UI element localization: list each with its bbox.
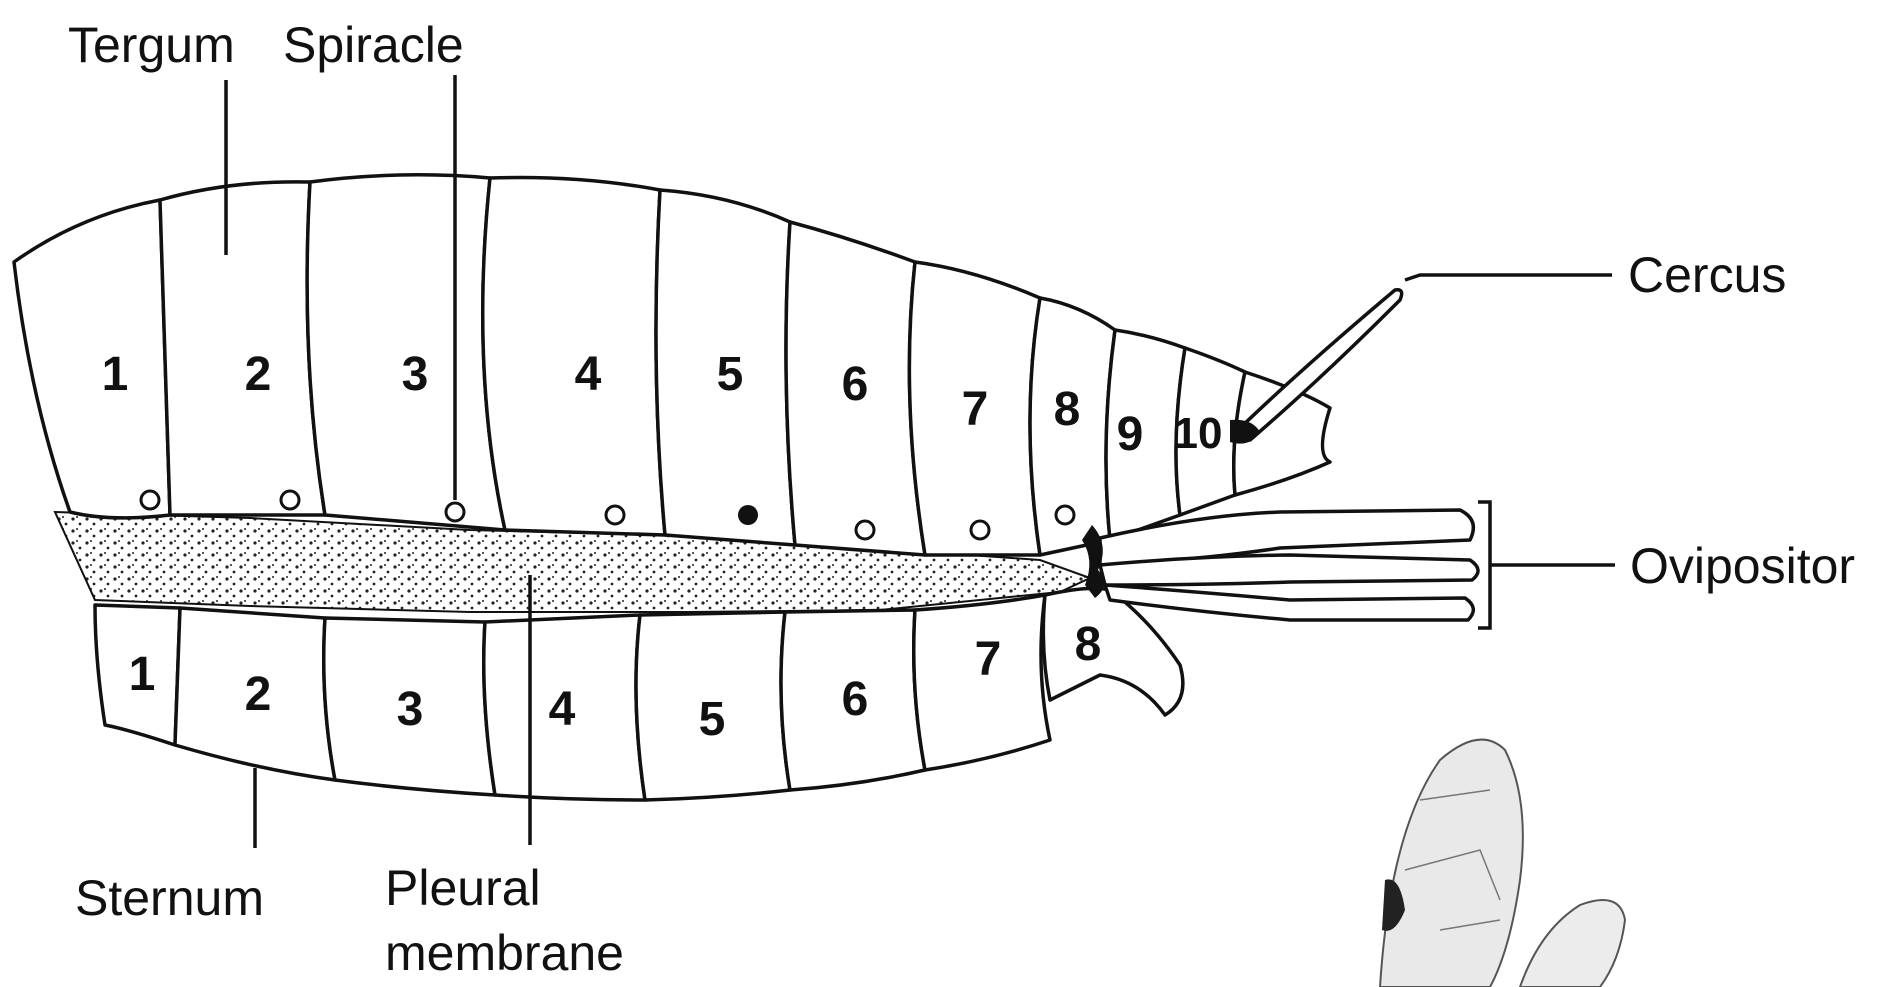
pleural-label-line1: Pleural [385,860,541,916]
ovipositor-valve-2 [1100,555,1478,585]
wing-hind [1520,900,1625,987]
ovipositor-valve-3 [1105,585,1473,620]
tergum-number: 5 [717,348,744,401]
sternum-label: Sternum [75,870,264,926]
sternum-number: 2 [245,668,272,721]
tergum-number: 8 [1054,383,1081,436]
tergum-2 [160,182,325,515]
spiracle-dot [738,505,758,525]
spiracle-label: Spiracle [283,17,464,73]
wing-fragment [1380,740,1625,987]
pleural-label-line2: membrane [385,925,624,981]
spiracle-dot [446,503,464,521]
ovipositor-label: Ovipositor [1630,538,1855,594]
sternum-number: 6 [842,673,869,726]
ovipositor-bracket [1478,502,1490,628]
spiracle-dot [1056,506,1074,524]
sternum-number: 5 [699,693,726,746]
sternum-number: 3 [397,683,424,736]
tergum-number: 10 [1174,409,1223,458]
spiracle-dot [141,491,159,509]
sternum-number: 4 [549,683,576,736]
sternum-number: 1 [129,648,156,701]
cercus-label: Cercus [1628,247,1786,303]
tergum-number: 7 [962,383,989,436]
tergum-number: 4 [575,348,602,401]
tergum-number: 6 [842,358,869,411]
tergum-number: 1 [102,348,129,401]
cercus-leader [1405,275,1612,280]
tergum-1 [14,200,170,518]
spiracle-dot [281,491,299,509]
sternum-number: 8 [1075,618,1102,671]
spiracle-dot [971,521,989,539]
tergum-label: Tergum [68,17,235,73]
tergum-number: 3 [402,348,429,401]
sternum-number: 7 [975,633,1002,686]
spiracle-dot [606,506,624,524]
tergum-number: 9 [1117,408,1144,461]
tergum-plates [14,175,1330,555]
tergum-number: 2 [245,348,272,401]
spiracle-dot [856,521,874,539]
wing-fore [1380,740,1523,987]
